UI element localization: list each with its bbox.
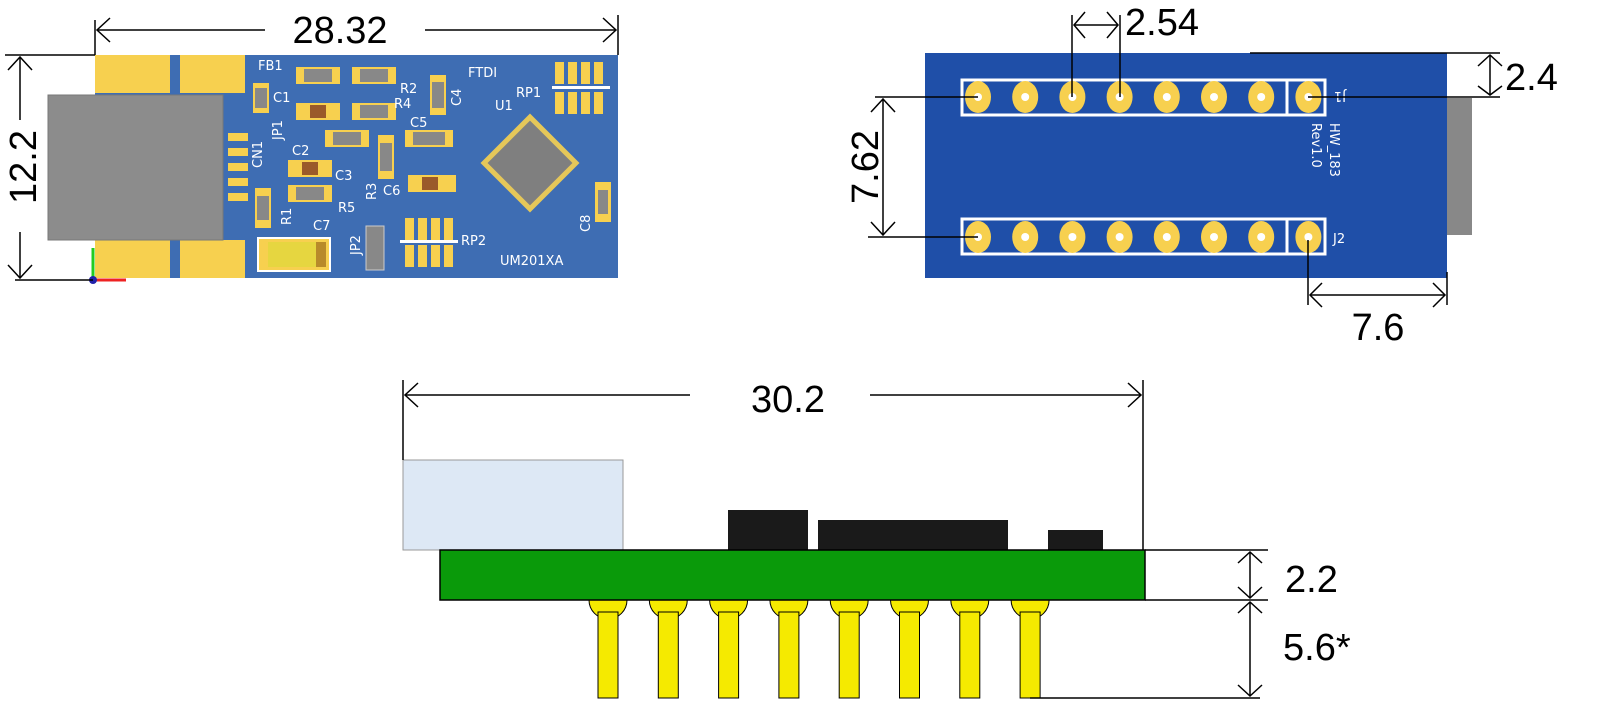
pad-hole [1162, 93, 1171, 101]
length-dim-label: 30.2 [751, 379, 825, 421]
header-pin [1019, 611, 1041, 699]
pad-hole [1021, 233, 1030, 241]
label-ftdi: FTDI [468, 66, 497, 81]
label-r4: R4 [394, 97, 411, 112]
height-dim-label: 12.2 [3, 130, 45, 204]
header-pin [718, 611, 740, 699]
label-rp2: RP2 [461, 234, 486, 249]
label-c1: C1 [273, 91, 290, 106]
usb-connector [47, 94, 224, 241]
row-spacing-dim-label: 7.62 [845, 130, 887, 204]
small-component-block [1048, 530, 1103, 550]
usb-pad [180, 55, 245, 93]
label-r2: R2 [400, 82, 417, 97]
label-r5: R5 [338, 201, 355, 216]
header-pin [657, 611, 679, 699]
label-cn1: CN1 [251, 141, 266, 168]
ic-u1 [480, 113, 580, 213]
label-c3: C3 [335, 169, 352, 184]
side-view: 30.2 2.2 5.6* [402, 379, 1351, 699]
thickness-dimension [1030, 549, 1268, 699]
width-dim-label: 28.32 [292, 10, 387, 52]
pad-hole [1068, 233, 1077, 241]
board-revision: Rev1.0 [1308, 123, 1323, 168]
header-pins [588, 599, 1050, 699]
label-c2: C2 [292, 144, 309, 159]
width-dimension [94, 15, 619, 55]
offset-dimension [1307, 240, 1448, 308]
label-c6: C6 [383, 184, 400, 199]
pin-length-dim-label: 5.6* [1283, 627, 1351, 669]
top-view: FB1 C1 R2 R4 C4 FTDI RP1 U1 JP1 CN1 C2 C… [3, 10, 619, 284]
usb-pad [180, 240, 245, 278]
j2-pins [965, 221, 1322, 253]
label-rp1: RP1 [516, 86, 541, 101]
offset-dim-label: 7.6 [1352, 307, 1405, 349]
label-c7: C7 [313, 219, 330, 234]
pcb-side [439, 549, 1146, 601]
thickness-dim-label: 2.2 [1285, 559, 1338, 601]
header-pin [778, 611, 800, 699]
label-r1: R1 [280, 208, 295, 225]
edge-dim-label: 2.4 [1505, 57, 1558, 99]
pad-hole [1304, 233, 1313, 241]
pad-hole [1021, 93, 1030, 101]
label-c8: C8 [579, 215, 594, 232]
label-model: UM201XA [500, 254, 563, 269]
header-pin [899, 611, 920, 699]
header-pin [838, 611, 860, 699]
rp1 [552, 62, 610, 114]
pad-hole [1257, 233, 1266, 241]
label-jp2: JP2 [349, 235, 364, 256]
row-spacing-dimension [868, 96, 978, 238]
height-dimension [5, 54, 95, 281]
ic-block [818, 520, 1008, 550]
bottom-view: J1 J2 HW_183 Rev1.0 2.54 2.4 7.62 7.6 [845, 2, 1558, 349]
board-name: HW_183 [1326, 123, 1341, 177]
length-dimension [402, 380, 1144, 550]
edge-dimension [1250, 52, 1503, 98]
header-pin [959, 611, 981, 699]
usb-pad [95, 240, 170, 278]
label-r3: R3 [365, 183, 380, 200]
label-fb1: FB1 [258, 59, 283, 74]
pad-hole [1162, 233, 1171, 241]
usb-connector-side [402, 459, 624, 551]
usb-pad [95, 55, 170, 93]
header-pin [597, 611, 619, 699]
pad-hole [1257, 93, 1266, 101]
label-j2: J2 [1332, 232, 1345, 247]
pcb-bottom [925, 53, 1447, 278]
pitch-dimension [1071, 11, 1121, 97]
label-u1: U1 [495, 99, 513, 114]
pad-hole [1115, 233, 1124, 241]
pitch-dim-label: 2.54 [1125, 2, 1199, 44]
label-j1: J1 [1334, 88, 1347, 103]
label-c4: C4 [450, 89, 465, 106]
component-block [728, 510, 808, 550]
cn1-pads [228, 133, 248, 201]
pad-hole [1210, 93, 1218, 101]
pad-hole [1210, 233, 1218, 241]
rp2 [400, 218, 458, 267]
label-jp1: JP1 [271, 120, 286, 141]
label-c5: C5 [410, 116, 427, 131]
smd-components [253, 67, 611, 272]
usb-connector-edge [1447, 98, 1472, 235]
